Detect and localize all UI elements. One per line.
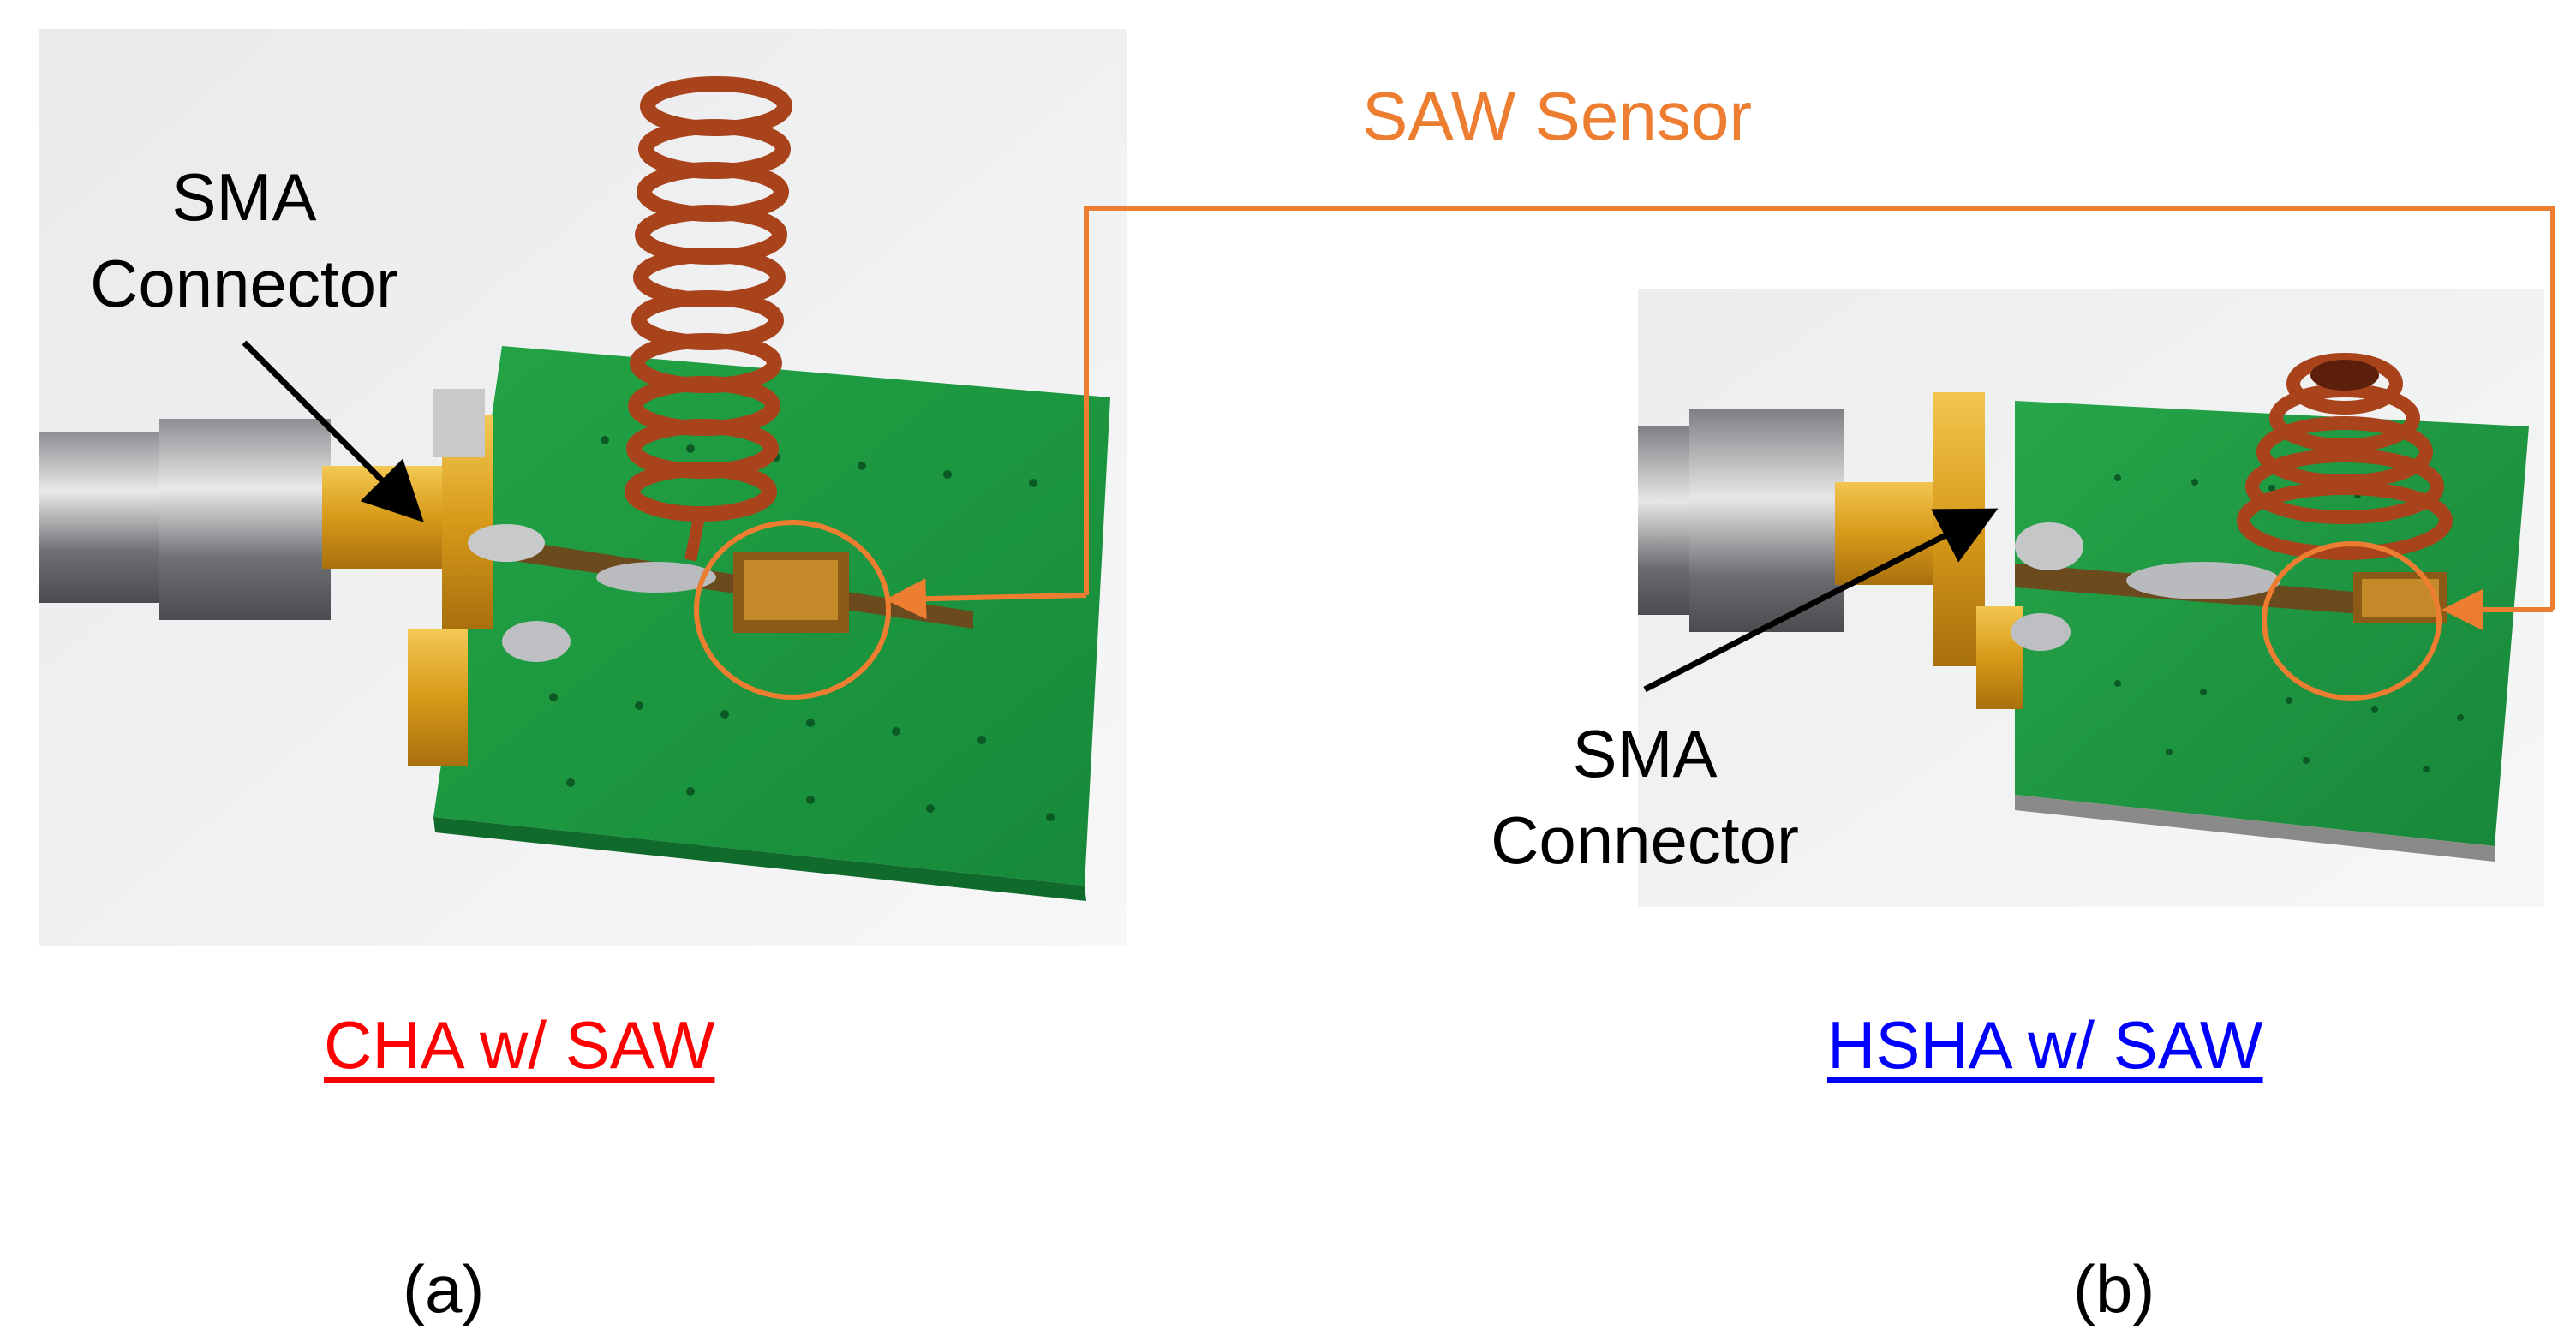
sma-connector-body <box>1638 426 1698 615</box>
sma-label-line1: SMA <box>171 159 317 235</box>
saw-sensor-label: SAW Sensor <box>1362 78 1752 154</box>
sma-connector-body <box>39 432 168 603</box>
caption-hsha-with-saw: HSHA w/ SAW <box>1827 1007 2263 1083</box>
sma-connector-label-a: SMA Connector <box>60 154 428 328</box>
panel-label-b: (b) <box>2073 1251 2155 1327</box>
sma-connector-label-b: SMA Connector <box>1456 711 1833 885</box>
panel-label-a: (a) <box>403 1251 485 1327</box>
sma-label-line2: Connector <box>1491 802 1799 879</box>
caption-cha-with-saw: CHA w/ SAW <box>324 1007 715 1083</box>
sma-label-line2: Connector <box>90 246 398 322</box>
sma-label-line1: SMA <box>1572 716 1718 791</box>
